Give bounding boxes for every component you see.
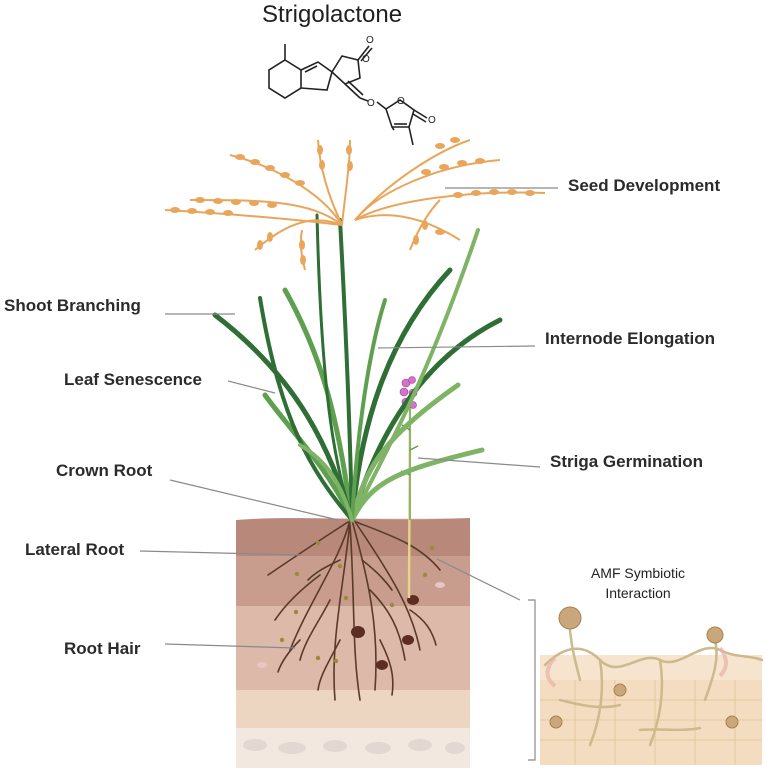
molecule-atom-4: O: [397, 96, 405, 107]
strigolactone-molecule: [268, 44, 428, 146]
label-root-hair: Root Hair: [64, 639, 141, 658]
label-seed-development: Seed Development: [568, 176, 721, 195]
molecule-atom-5: O: [428, 115, 436, 126]
amf-inset: [540, 606, 764, 765]
diagram-title: Strigolactone: [262, 1, 403, 28]
label-striga-germination: Striga Germination: [550, 452, 704, 471]
label-shoot-branching: Shoot Branching: [4, 296, 141, 315]
label-lateral-root: Lateral Root: [25, 540, 125, 559]
molecule-atom-3: O: [367, 98, 375, 109]
amf-spores-soil: [279, 540, 435, 664]
leader-lines: [139, 187, 558, 761]
rice-grains: [170, 137, 535, 265]
root-system: [267, 519, 441, 701]
label-leaf-senescence: Leaf Senescence: [64, 370, 202, 389]
root-nodules: [351, 595, 419, 670]
label-internode-elongation: Internode Elongation: [545, 329, 715, 348]
label-amf-symbiotic-interaction: AMF Symbiotic Interaction: [568, 563, 708, 603]
label-amf-line-1: AMF Symbiotic: [590, 565, 686, 581]
label-amf-line-2: Interaction: [605, 585, 671, 601]
molecule-atom-2: O: [362, 54, 370, 65]
label-crown-root: Crown Root: [56, 461, 153, 480]
rice-panicles: [164, 139, 546, 271]
molecule-atom-1: O: [366, 35, 374, 46]
rice-leaves: [212, 213, 503, 523]
